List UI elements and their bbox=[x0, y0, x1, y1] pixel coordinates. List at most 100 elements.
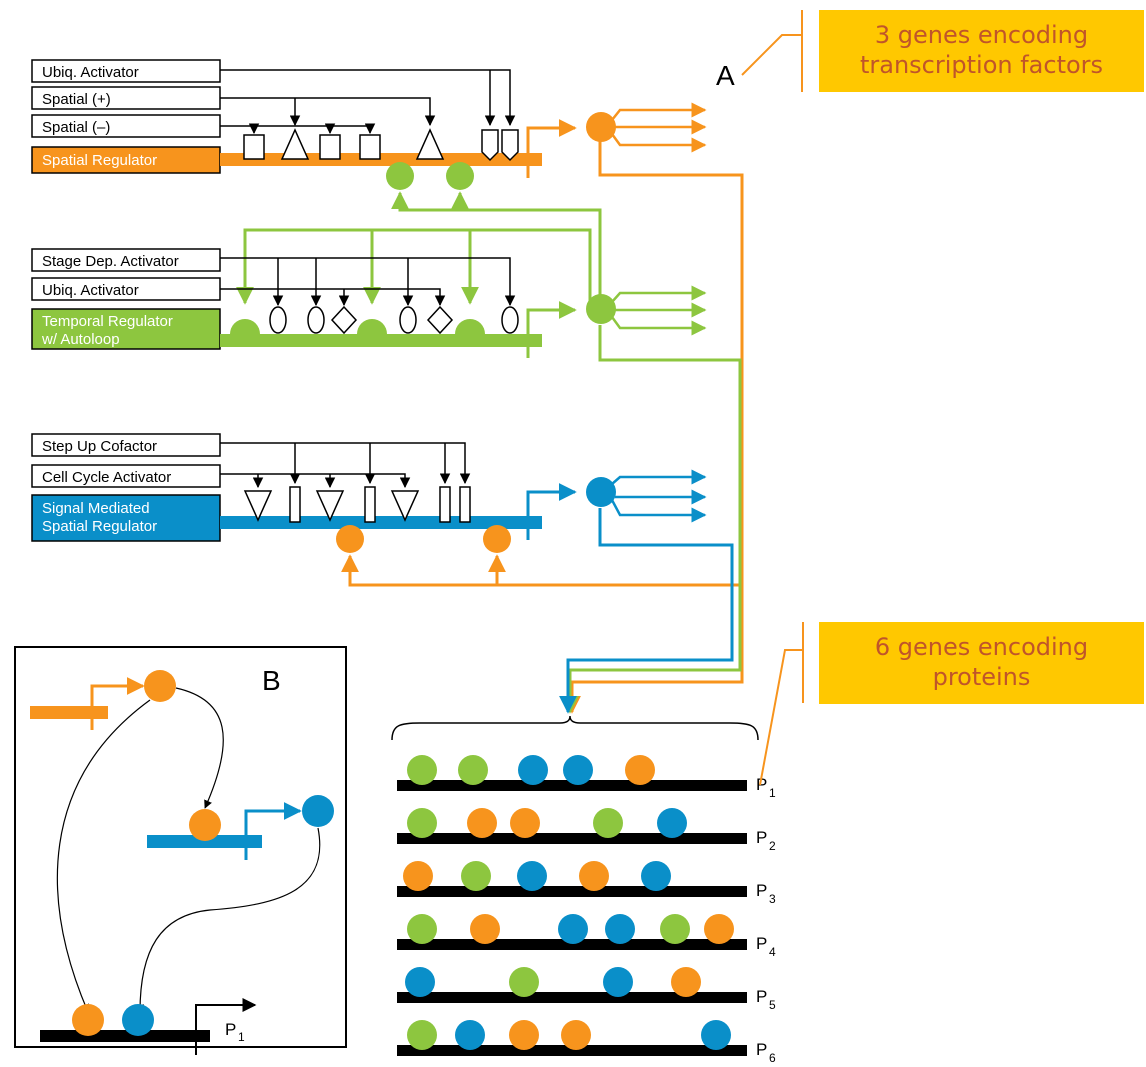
panel-b-letter: B bbox=[262, 665, 281, 696]
promoter-label: P bbox=[756, 934, 767, 953]
binding-site-blue bbox=[558, 914, 588, 944]
input-box-stage-dep-activator bbox=[31, 248, 221, 272]
input-label-spatial-plus: Spatial (+) bbox=[42, 91, 111, 108]
callout-line: transcription factors bbox=[859, 51, 1104, 79]
binding-site-orange bbox=[470, 914, 500, 944]
input-box-cell-cycle-activator bbox=[31, 464, 221, 488]
input-wires-temporal bbox=[220, 257, 516, 307]
binding-site-orange bbox=[625, 755, 655, 785]
regulator-label-signal-2: Spatial Regulator bbox=[42, 518, 157, 535]
binding-site-green bbox=[509, 967, 539, 997]
binding-site-blue bbox=[563, 755, 593, 785]
promoter-gene-bar bbox=[397, 1045, 747, 1056]
binding-site-green bbox=[407, 808, 437, 838]
input-box-ubiq-activator bbox=[31, 59, 221, 83]
callout-transcription-factors: 3 genes encoding transcription factors bbox=[819, 10, 1144, 92]
orange-output-arrows bbox=[610, 102, 707, 153]
panel-b-blue-site bbox=[122, 1004, 154, 1036]
callout-line: 6 genes encoding bbox=[874, 633, 1089, 661]
binding-sites-signal bbox=[243, 486, 471, 523]
binding-site-blue bbox=[701, 1020, 731, 1050]
promoter-label: P bbox=[756, 881, 767, 900]
orange-feed-to-signal bbox=[341, 554, 740, 587]
temporal-regulator-group: Stage Dep. Activator Ubiq. Activator Tem… bbox=[31, 228, 707, 358]
binding-site-orange bbox=[510, 808, 540, 838]
binding-site-blue bbox=[405, 967, 435, 997]
autoloop-sites bbox=[230, 319, 485, 334]
panel-a-letter: A bbox=[716, 60, 735, 91]
binding-site-green bbox=[593, 808, 623, 838]
regulator-label-temporal-1: Temporal Regulator bbox=[42, 313, 173, 330]
spatial-regulator-group: Ubiq. Activator Spatial (+) Spatial (–) … bbox=[31, 59, 735, 310]
promoter-label: P bbox=[756, 828, 767, 847]
input-label-ubiq-activator-2: Ubiq. Activator bbox=[42, 282, 139, 299]
promoter-label-subscript: 1 bbox=[769, 786, 776, 800]
promoter-arrow-spatial bbox=[526, 128, 575, 178]
panel-b-orange-bound bbox=[189, 809, 221, 841]
callout-line: 3 genes encoding bbox=[874, 21, 1089, 49]
promoter-brace bbox=[391, 715, 759, 741]
promoter-label: P bbox=[756, 1040, 767, 1059]
input-label-cell-cycle-activator: Cell Cycle Activator bbox=[42, 469, 171, 486]
binding-site-green bbox=[407, 914, 437, 944]
regulator-label-temporal-2: w/ Autoloop bbox=[41, 331, 120, 348]
callout-line: proteins bbox=[932, 663, 1031, 691]
input-label-step-up-cofactor: Step Up Cofactor bbox=[42, 438, 157, 455]
panel-b-gene-orange bbox=[30, 706, 108, 719]
orange-activator-site bbox=[336, 525, 364, 553]
panel-b-promoter-sub: 1 bbox=[238, 1030, 245, 1044]
callout-leaders bbox=[741, 10, 804, 786]
green-activator-site bbox=[386, 162, 414, 190]
binding-site-blue bbox=[603, 967, 633, 997]
promoter-gene-bar bbox=[397, 939, 747, 950]
panel-b-gene-blue bbox=[147, 835, 262, 848]
promoter-label-subscript: 2 bbox=[769, 839, 776, 853]
input-label-stage-dep-activator: Stage Dep. Activator bbox=[42, 253, 179, 270]
input-label-ubiq-activator: Ubiq. Activator bbox=[42, 64, 139, 81]
panel-b-promoter-label: P bbox=[225, 1020, 236, 1039]
panel-b-promoter-arrow bbox=[195, 1005, 255, 1055]
routing-lines bbox=[559, 140, 744, 714]
binding-site-orange bbox=[403, 861, 433, 891]
binding-site-green bbox=[660, 914, 690, 944]
binding-site-blue bbox=[641, 861, 671, 891]
panel-b-regulation-curves bbox=[56, 687, 321, 1013]
binding-site-orange bbox=[671, 967, 701, 997]
callout-proteins: 6 genes encoding proteins bbox=[819, 622, 1144, 704]
regulator-box-temporal bbox=[31, 308, 221, 350]
promoter-arrow-signal bbox=[526, 492, 575, 540]
promoter-label: P bbox=[756, 775, 767, 794]
orange-tf-product bbox=[586, 112, 616, 142]
green-output-arrows bbox=[610, 285, 707, 336]
binding-site-blue bbox=[517, 861, 547, 891]
input-wires-signal bbox=[220, 442, 471, 489]
gene-bar-temporal bbox=[220, 334, 542, 347]
panel-b-blue-factor bbox=[302, 795, 334, 827]
promoter-label-subscript: 5 bbox=[769, 998, 776, 1012]
orange-activator-site bbox=[483, 525, 511, 553]
promoter-label-subscript: 4 bbox=[769, 945, 776, 959]
binding-site-blue bbox=[455, 1020, 485, 1050]
green-activator-site bbox=[446, 162, 474, 190]
promoter-label-subscript: 3 bbox=[769, 892, 776, 906]
panel-b: B P 1 bbox=[14, 646, 347, 1055]
input-box-step-up-cofactor bbox=[31, 433, 221, 457]
binding-site-blue bbox=[605, 914, 635, 944]
binding-sites-temporal bbox=[269, 305, 519, 335]
panel-b-orange-site bbox=[72, 1004, 104, 1036]
green-feed-to-spatial bbox=[391, 191, 602, 310]
promoter-gene-bar bbox=[397, 833, 747, 844]
binding-site-orange bbox=[704, 914, 734, 944]
panel-b-orange-factor bbox=[144, 670, 176, 702]
blue-output-arrows bbox=[610, 469, 707, 523]
promoter-gene-bar bbox=[397, 886, 747, 897]
regulator-box-signal bbox=[31, 494, 221, 542]
binding-site-green bbox=[458, 755, 488, 785]
promoter-gene-bar bbox=[397, 780, 747, 791]
input-label-spatial-minus: Spatial (–) bbox=[42, 119, 110, 136]
regulator-label-spatial: Spatial Regulator bbox=[42, 152, 157, 169]
signal-regulator-group: Step Up Cofactor Cell Cycle Activator Si… bbox=[31, 433, 740, 587]
promoter-arrow-temporal bbox=[526, 310, 575, 358]
binding-site-green bbox=[461, 861, 491, 891]
